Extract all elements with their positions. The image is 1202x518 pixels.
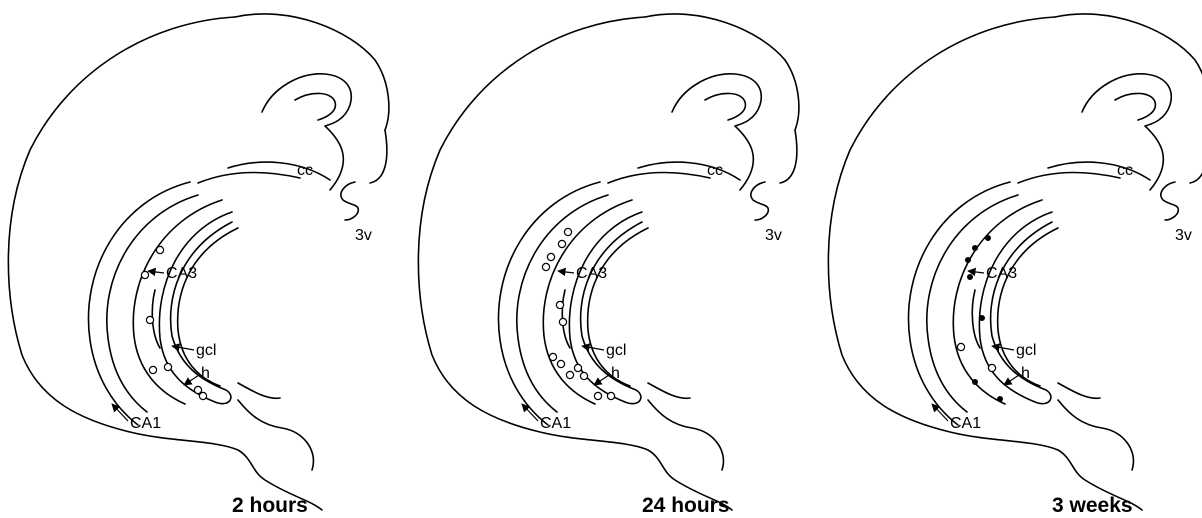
- open-cell-marker: [988, 364, 995, 371]
- arrow-ca3: [148, 271, 164, 273]
- open-cell-marker: [547, 253, 554, 260]
- label-h: h: [201, 365, 210, 382]
- time-label: 3 weeks: [1052, 494, 1133, 517]
- arrow-h: [184, 375, 199, 385]
- label-gcl: gcl: [1016, 342, 1036, 359]
- open-cell-marker: [594, 392, 601, 399]
- label-ca1: CA1: [540, 415, 571, 432]
- open-cell-marker: [580, 372, 587, 379]
- open-cell-marker: [557, 360, 564, 367]
- open-cell-marker: [549, 353, 556, 360]
- open-cell-marker: [607, 392, 614, 399]
- open-cell-marker: [559, 318, 566, 325]
- open-cell-marker: [556, 301, 563, 308]
- label-gcl: gcl: [606, 342, 626, 359]
- open-cell-marker: [149, 366, 156, 373]
- filled-cell-marker: [965, 257, 970, 262]
- open-cell-marker: [199, 392, 206, 399]
- open-cell-marker: [574, 364, 581, 371]
- open-cell-marker: [194, 386, 201, 393]
- open-cell-marker: [141, 271, 148, 278]
- arrow-h: [1004, 375, 1019, 385]
- open-cell-marker: [164, 363, 171, 370]
- panel-p3: cc 3vCA3 gcl hCA1 3 weeks: [828, 14, 1202, 517]
- arrow-ca3: [968, 271, 984, 273]
- filled-cell-marker: [997, 396, 1002, 401]
- label-3v: 3v: [355, 227, 372, 244]
- arrow-ca3: [558, 271, 574, 273]
- open-cell-marker: [566, 371, 573, 378]
- brain-section-outline: [418, 14, 799, 510]
- filled-cell-marker: [985, 235, 990, 240]
- time-label: 2 hours: [232, 494, 308, 517]
- time-label: 24 hours: [642, 494, 730, 517]
- label-3v: 3v: [1175, 227, 1192, 244]
- label-cc: cc: [297, 162, 313, 179]
- open-cell-marker: [957, 343, 964, 350]
- open-cell-marker: [156, 246, 163, 253]
- panel-p2: cc 3vCA3 gcl hCA1 24 hours: [418, 14, 799, 517]
- open-cell-marker: [542, 263, 549, 270]
- open-cell-marker: [146, 316, 153, 323]
- label-ca1: CA1: [130, 415, 161, 432]
- label-gcl: gcl: [196, 342, 216, 359]
- label-cc: cc: [707, 162, 723, 179]
- open-cell-marker: [564, 228, 571, 235]
- label-ca1: CA1: [950, 415, 981, 432]
- filled-cell-marker: [967, 274, 972, 279]
- label-ca3: CA3: [576, 265, 607, 282]
- brain-section-outline: [8, 14, 389, 510]
- panel-p1: cc 3vCA3 gcl hCA1 2 hours: [8, 14, 389, 517]
- open-cell-marker: [558, 240, 565, 247]
- label-h: h: [1021, 365, 1030, 382]
- label-ca3: CA3: [986, 265, 1017, 282]
- filled-cell-marker: [972, 379, 977, 384]
- arrow-ca1: [522, 404, 538, 421]
- label-3v: 3v: [765, 227, 782, 244]
- label-h: h: [611, 365, 620, 382]
- brain-section-outline: [828, 14, 1202, 510]
- arrow-ca1: [112, 404, 128, 421]
- label-cc: cc: [1117, 162, 1133, 179]
- label-ca3: CA3: [166, 265, 197, 282]
- arrow-ca1: [932, 404, 948, 421]
- filled-cell-marker: [972, 245, 977, 250]
- arrow-h: [594, 375, 609, 385]
- filled-cell-marker: [979, 315, 984, 320]
